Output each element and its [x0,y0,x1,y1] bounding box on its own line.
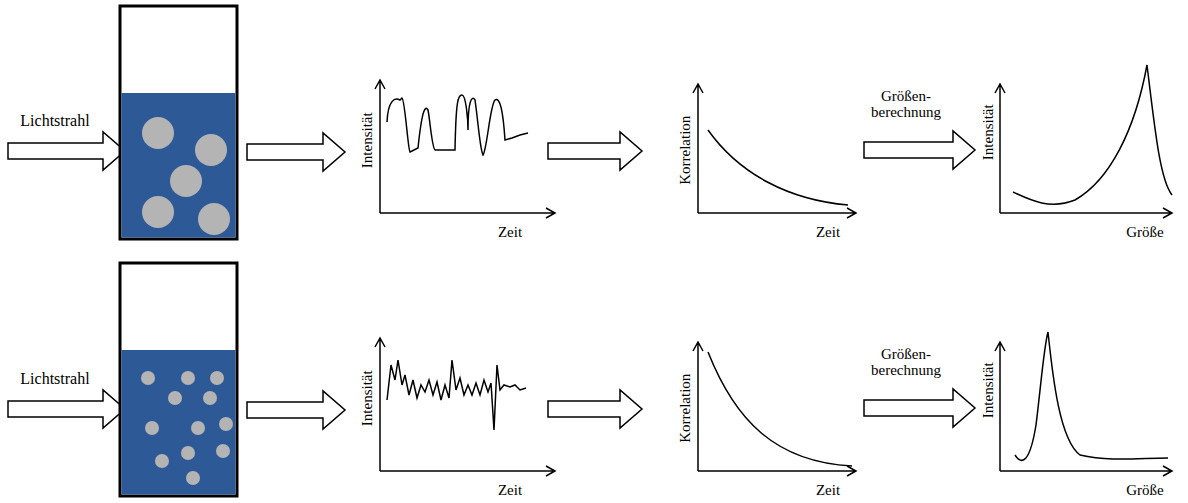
flow-arrow [548,132,642,170]
large-particle [142,117,174,149]
axis-label: Intensität [359,370,376,426]
axis-label: Intensität [980,362,997,418]
small-particle [181,371,195,385]
correlation-curve [708,130,852,466]
axis-label: Korrelation [678,373,695,442]
small-particle [181,446,195,460]
axis-label: Korrelation [678,115,695,184]
correlation-curve [708,352,852,466]
beam-label: Lichtstrahl [20,370,89,388]
small-particle [219,417,233,431]
cuvette [120,263,237,496]
size-distribution-curve [1015,332,1168,460]
large-particle [195,134,227,166]
signal-curve [387,95,528,430]
flow-arrow [247,131,975,429]
axis-label: Zeit [498,482,522,499]
axis-label: Intensität [359,112,376,168]
light-arrow [8,132,125,428]
axis-label: Größe [1126,482,1164,499]
axis-label: Zeit [816,482,840,499]
signal-curve [387,360,526,430]
small-particle [168,391,182,405]
axis-label: Größe [1126,224,1164,241]
signal-curve [387,95,528,155]
flow-arrow [864,389,975,427]
beam-label: Lichtstrahl [20,112,89,130]
chart-axis [693,84,856,218]
axis-label: Intensität [980,104,997,160]
cuvette [120,6,237,239]
chart-axis [375,338,555,476]
flow-arrow [247,391,345,429]
flow-arrow [864,131,975,169]
flow-arrow [548,390,642,428]
axis-label: Zeit [816,224,840,241]
light-arrow [8,390,125,428]
cuvette [122,93,236,238]
step-label: Größen- berechnung [864,346,948,379]
chart-axis [375,80,1172,476]
correlation-curve [708,130,848,205]
small-particle [155,454,169,468]
small-particle [145,421,159,435]
small-particle [186,471,200,485]
large-particle [170,165,202,197]
size-distribution-curve [1013,65,1172,460]
step-label: Größen- berechnung [864,88,948,121]
chart-axis [375,80,555,218]
size-distribution-curve [1013,65,1172,204]
small-particle [216,444,230,458]
cuvette [122,350,236,495]
chart-axis [995,84,1172,218]
cuvette [120,6,237,496]
small-particle [141,371,155,385]
small-particle [191,421,205,435]
small-particle [203,391,217,405]
flow-arrow [247,133,345,171]
axis-label: Zeit [498,224,522,241]
large-particle [198,203,230,235]
large-particle [142,117,230,235]
chart-axis [693,342,856,476]
large-particle [142,196,174,228]
small-particle [141,371,233,485]
small-particle [210,371,224,385]
light-arrow [8,132,125,170]
